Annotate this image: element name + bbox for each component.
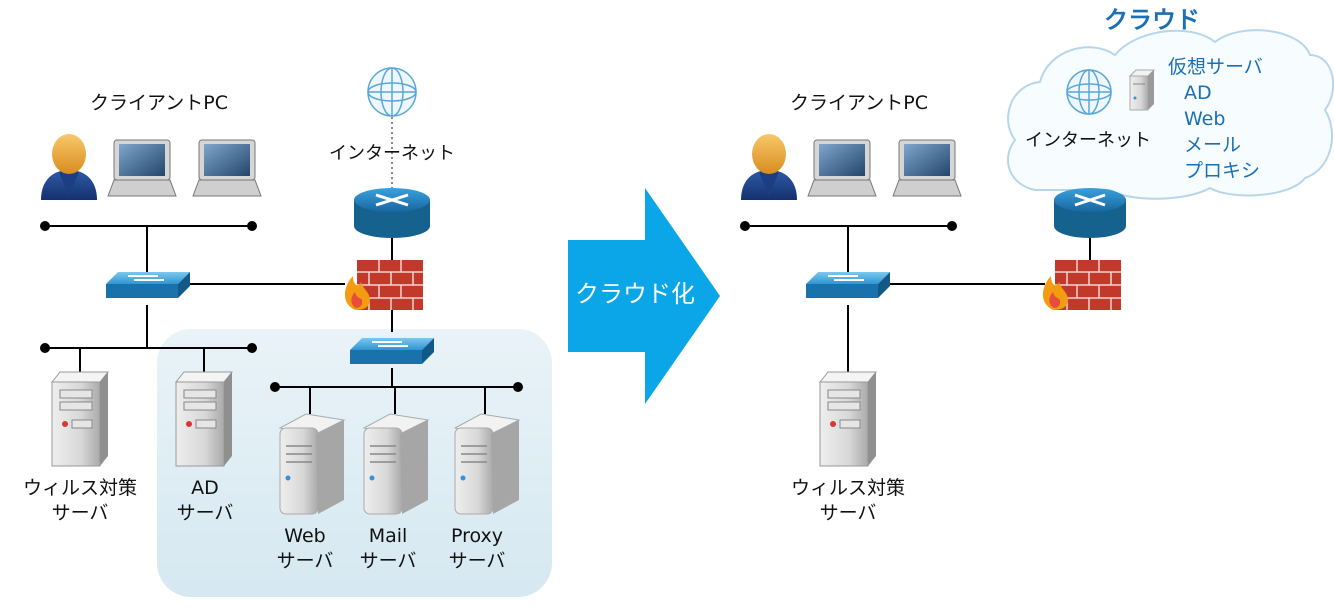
router-icon (1054, 188, 1126, 238)
right-bus-endpoints (740, 221, 957, 231)
service-item: Web (1184, 108, 1226, 130)
server-icon (818, 371, 878, 467)
server-icon (1128, 69, 1156, 111)
laptop-icon (192, 139, 262, 197)
migration-arrow (568, 188, 720, 404)
server-group-highlight (157, 329, 552, 597)
switch-icon (350, 338, 434, 364)
switch-icon (106, 272, 190, 298)
user-icon (41, 134, 97, 200)
cloud-internet-label: インターネット (1025, 130, 1151, 151)
switch-icon (806, 272, 890, 298)
server-icon (453, 413, 521, 515)
client-pc-label: クライアントPC (90, 92, 228, 114)
left-bus-endpoints (40, 221, 523, 392)
antivirus-server-label: ウィルス対策サーバ (790, 477, 905, 524)
cloud-title: クラウド (1104, 6, 1200, 34)
laptop-icon (807, 139, 877, 197)
server-icon (174, 371, 234, 467)
router-icon (354, 188, 430, 238)
globe-icon (1066, 69, 1112, 115)
server-icon (362, 413, 430, 515)
firewall-icon (344, 260, 423, 310)
virtual-server-label: 仮想サーバ (1168, 56, 1263, 78)
client-pc-label: クライアントPC (790, 92, 928, 114)
globe-icon (367, 67, 417, 117)
server-icon (50, 371, 110, 467)
antivirus-server-label: ウィルス対策サーバ (22, 477, 137, 524)
cloudify-label: クラウド化 (575, 280, 695, 308)
laptop-icon (107, 139, 177, 197)
cloud-service-list: 仮想サーバ AD Web メール プロキシ (1168, 54, 1288, 184)
internet-label: インターネット (329, 143, 455, 164)
service-item: プロキシ (1184, 160, 1261, 182)
server-icon (278, 413, 346, 515)
user-icon (741, 134, 797, 200)
firewall-icon (1042, 260, 1121, 310)
left-network-lines (45, 225, 518, 414)
right-network-lines (745, 225, 1091, 372)
service-item: AD (1184, 82, 1212, 104)
laptop-icon (892, 139, 962, 197)
service-item: メール (1184, 134, 1242, 156)
